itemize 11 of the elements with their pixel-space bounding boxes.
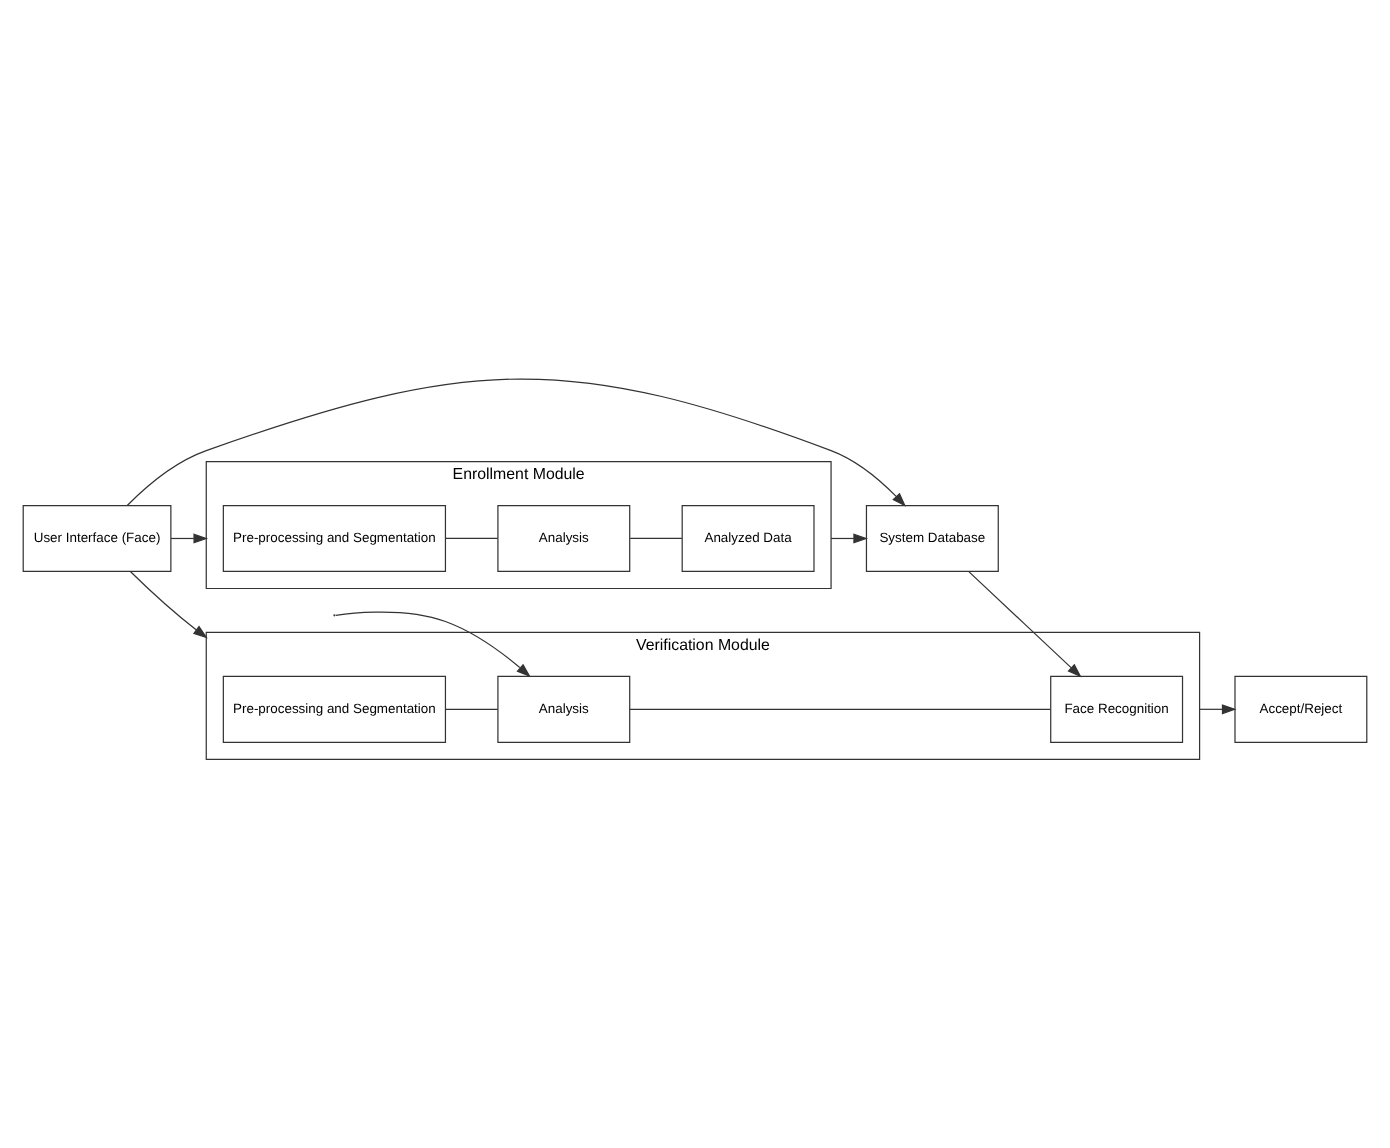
arrow — [968, 571, 1082, 678]
arrow — [126, 378, 907, 507]
connector — [629, 708, 1052, 710]
arrow — [130, 571, 208, 639]
connector — [629, 537, 683, 540]
arrow — [830, 533, 868, 544]
connector — [444, 708, 499, 710]
arrow — [170, 533, 209, 544]
connector — [444, 537, 499, 540]
arrow — [335, 611, 531, 678]
arrow — [1199, 704, 1237, 715]
